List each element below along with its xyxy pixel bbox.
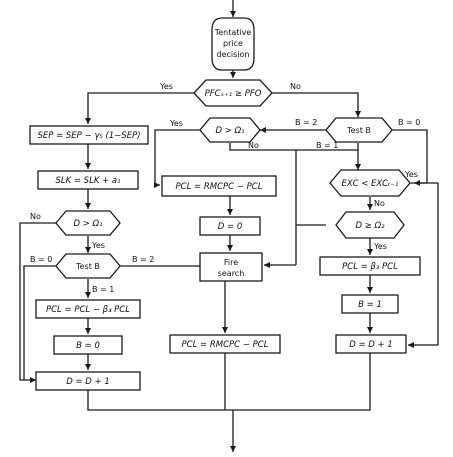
edge-pfc-no: No — [290, 82, 301, 91]
pcl-rmcpc-mid-box: PCL = RMCPC − PCL — [161, 175, 277, 197]
slk-text: SLK = SLK + a₁ — [55, 176, 120, 186]
d-inc-left-text: D = D + 1 — [66, 377, 110, 387]
pfc-decision: PFCₓ₊₁ ≥ PFO — [193, 79, 273, 107]
edge-right-b0: B = 0 — [398, 118, 420, 127]
b-zero-left-box: B = 0 — [53, 335, 123, 355]
edge-exc-yes: Yes — [404, 170, 418, 179]
test-b-right-text: Test B — [346, 126, 371, 135]
start-line2: price — [223, 39, 243, 48]
edge-left-no: No — [30, 212, 41, 221]
pcl-rmcpc-mid-text: PCL = RMCPC − PCL — [176, 182, 263, 192]
d-omega1-mid-decision: D > Ω₁ — [199, 117, 261, 143]
sep-text: SEP = SEP − γ₅ (1−SEP) — [37, 131, 140, 141]
d-omega2-text: D ≥ Ω₂ — [356, 221, 386, 231]
d-omega1-left-text: D > Ω₁ — [74, 219, 103, 229]
edge-left-yes: Yes — [91, 241, 105, 250]
pcl-beta3-text: PCL = β₃ PCL — [342, 262, 398, 272]
d-omega1-mid-text: D > Ω₁ — [216, 126, 245, 136]
sep-box: SEP = SEP − γ₅ (1−SEP) — [29, 125, 149, 145]
pcl-beta3-box: PCL = β₃ PCL — [319, 256, 421, 276]
edge-left-b0: B = 0 — [30, 255, 52, 264]
d-inc-right-text: D = D + 1 — [349, 340, 393, 350]
fire-search-box: Fire search — [199, 252, 263, 282]
b-zero-left-text: B = 0 — [76, 341, 100, 351]
b-one-text: B = 1 — [358, 300, 382, 310]
pcl-rmcpc-bottom-box: PCL = RMCPC − PCL — [169, 334, 281, 354]
edge-labels: Yes No B = 2 B = 0 B = 1 Yes No Yes No Y… — [30, 82, 420, 294]
exc-text: EXC < EXCₜ₋₁ — [342, 179, 399, 189]
d-zero-mid-box: D = 0 — [199, 216, 261, 236]
pcl-beta-box: PCL = PCL − β₄ PCL — [35, 299, 141, 319]
fire-line2: search — [218, 269, 245, 278]
b-one-box: B = 1 — [341, 294, 399, 314]
start-terminator: Tentative price decision — [211, 17, 255, 71]
slk-box: SLK = SLK + a₁ — [37, 170, 139, 190]
edge-left-b1: B = 1 — [92, 285, 114, 294]
d-omega1-left-decision: D > Ω₁ — [55, 210, 121, 236]
exc-decision: EXC < EXCₜ₋₁ — [329, 169, 411, 197]
edge-right-b1: B = 1 — [316, 141, 338, 150]
pcl-rmcpc-bottom-text: PCL = RMCPC − PCL — [182, 340, 269, 350]
edge-mid-yes: Yes — [169, 119, 183, 128]
pcl-beta-text: PCL = PCL − β₄ PCL — [46, 305, 130, 315]
edge-exc-no: No — [374, 199, 385, 208]
edge-mid-no: No — [248, 141, 259, 150]
start-line1: Tentative — [214, 28, 252, 37]
d-omega2-decision: D ≥ Ω₂ — [335, 211, 405, 239]
d-inc-left-box: D = D + 1 — [35, 371, 141, 391]
edge-d2-yes: Yes — [373, 242, 387, 251]
edge-pfc-yes: Yes — [159, 82, 173, 91]
test-b-left-text: Test B — [75, 262, 100, 271]
edge-left-b2: B = 2 — [132, 255, 154, 264]
test-b-left-decision: Test B — [55, 253, 121, 279]
d-inc-right-box: D = D + 1 — [335, 334, 407, 354]
d-zero-mid-text: D = 0 — [218, 222, 242, 232]
test-b-right-decision: Test B — [325, 117, 393, 143]
pfc-decision-text: PFCₓ₊₁ ≥ PFO — [205, 89, 262, 99]
fire-line1: Fire — [224, 258, 238, 267]
edge-right-b2: B = 2 — [295, 118, 317, 127]
start-line3: decision — [217, 50, 250, 59]
